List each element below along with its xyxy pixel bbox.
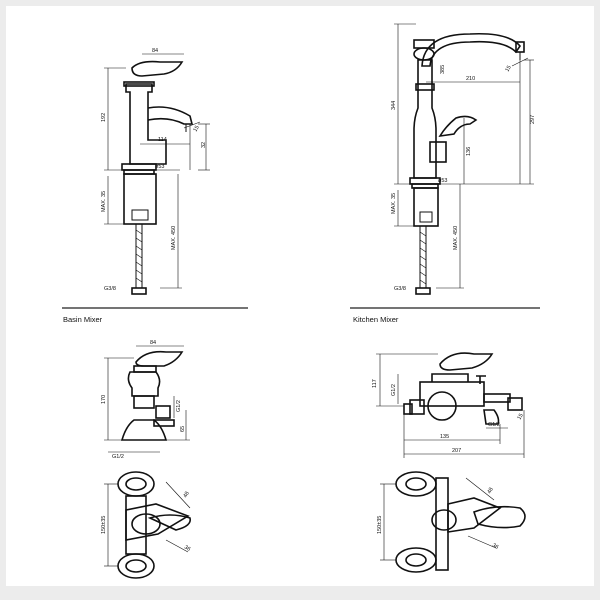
dim-135: 135	[440, 434, 449, 440]
dim-344: 344	[391, 101, 397, 110]
kitchen-mixer-drawing: 385 210 15 344 297 136 ø53 MAX. 35 MAX. …	[391, 23, 536, 295]
dim-192: 192	[101, 113, 107, 122]
dim-max35: MAX. 35	[101, 191, 107, 212]
dim-117: 117	[372, 379, 378, 388]
dim-297: 297	[530, 115, 536, 124]
dim-g38: G3/8	[104, 286, 116, 292]
dim-210: 210	[466, 76, 475, 82]
dim-65: 65	[180, 426, 186, 432]
dim-114: 114	[158, 137, 167, 143]
dim-phi53: ø53	[438, 178, 447, 184]
dim-150-35: 150±35	[377, 516, 383, 534]
dim-48: 48	[487, 487, 495, 495]
dim-36: 36	[491, 543, 499, 551]
dim-15: 15	[505, 65, 513, 73]
dim-15: 15	[517, 413, 525, 421]
dim-g12b: G1/2	[488, 422, 500, 428]
dim-48: 48	[183, 491, 191, 499]
basin-mixer-caption: Basin Mixer	[63, 315, 103, 324]
technical-drawing: 84 192 114 32 15 ø53 MAX. 35 MAX. 450 G3…	[62, 23, 540, 579]
dim-170: 170	[101, 395, 107, 404]
bath-mixer-top-drawing: 150±35 48 36	[377, 471, 526, 573]
dim-max35: MAX. 35	[391, 193, 397, 214]
wall-mixer-side-drawing: 84 170 G1/2 65 G1/2	[101, 340, 190, 460]
kitchen-mixer-caption: Kitchen Mixer	[353, 315, 399, 324]
dim-max450: MAX. 450	[171, 226, 177, 250]
dim-g12: G1/2	[391, 384, 397, 396]
dim-150-35: 150±35	[101, 516, 107, 534]
bath-mixer-side-drawing: 117 G1/2 G1/2 135 207 15	[372, 352, 525, 458]
dim-84: 84	[152, 48, 158, 54]
dim-84: 84	[150, 340, 156, 346]
dim-36: 36	[183, 545, 191, 553]
dim-207: 207	[452, 448, 461, 454]
dim-phi53: ø53	[155, 164, 164, 170]
dim-15: 15	[193, 125, 201, 133]
dim-max450: MAX. 450	[453, 226, 459, 250]
wall-mixer-top-drawing: 150±35 48 36	[101, 471, 191, 579]
dim-385: 385	[440, 65, 446, 74]
dim-g12b: G1/2	[112, 454, 124, 460]
basin-mixer-drawing: 84 192 114 32 15 ø53 MAX. 35 MAX. 450 G3…	[101, 48, 210, 295]
dim-32: 32	[201, 142, 207, 148]
dim-136: 136	[466, 147, 472, 156]
drawing-sheet: 84 192 114 32 15 ø53 MAX. 35 MAX. 450 G3…	[6, 6, 594, 586]
dim-g38: G3/8	[394, 286, 406, 292]
dim-g12: G1/2	[176, 400, 182, 412]
